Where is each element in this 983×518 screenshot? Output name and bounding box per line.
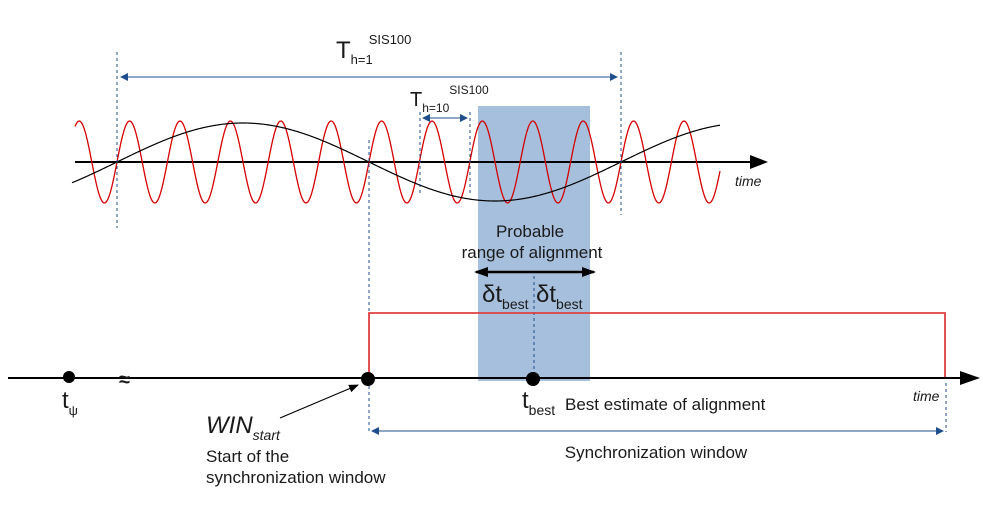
t-best-marker	[526, 372, 540, 386]
win-start-caption-line1: Start of the	[206, 447, 289, 466]
t-psi-marker	[63, 371, 75, 383]
period-h1-label: Th=1SIS100	[336, 32, 411, 67]
best-estimate-label: Best estimate of alignment	[565, 395, 766, 414]
win-start-marker	[361, 372, 375, 386]
t-best-label: tbest	[522, 387, 555, 418]
fundamental-h1-wave	[71, 122, 721, 202]
delta-t-best-left: δtbest	[482, 281, 529, 312]
bottom-axis-label: time	[913, 388, 940, 404]
alignment-range-label-line2: range of alignment	[462, 243, 603, 262]
t-psi-label: tψ	[62, 387, 78, 418]
win-start-pointer	[279, 384, 359, 419]
top-axis-label: time	[735, 173, 762, 189]
bottom-time-axis-arrowhead	[960, 371, 980, 385]
synchronization-window-pulse	[368, 312, 946, 378]
axis-break-mark: ≈	[119, 369, 130, 391]
alignment-range-label-line1: Probable	[496, 222, 564, 241]
period-h10-label: Th=10SIS100	[410, 83, 489, 115]
top-time-axis-arrowhead	[750, 155, 768, 169]
sync-window-label: Synchronization window	[565, 443, 748, 462]
win-start-caption-line2: synchronization window	[206, 468, 386, 487]
win-start-label: WINstart	[206, 412, 281, 443]
delta-t-best-right: δtbest	[536, 281, 583, 312]
alignment-range-band	[478, 106, 590, 381]
harmonic-h10-wave	[74, 120, 721, 204]
